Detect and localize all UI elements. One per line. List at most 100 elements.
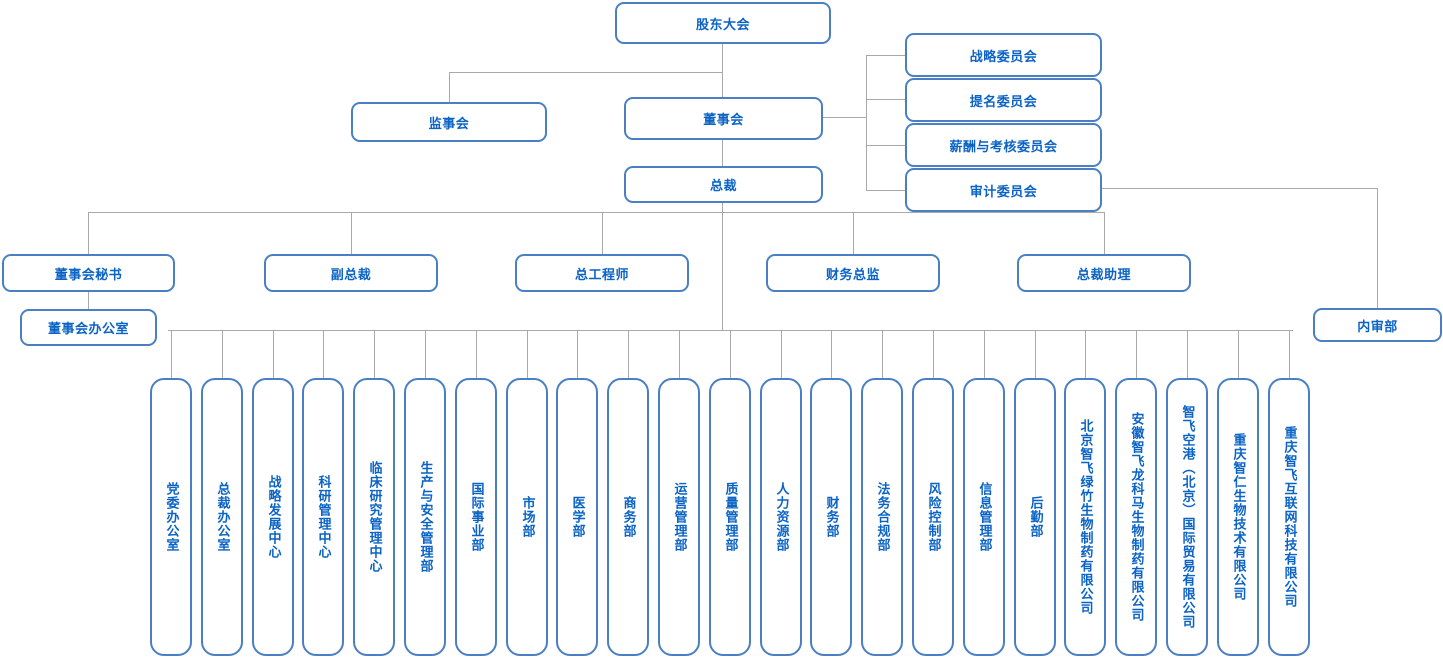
department-label: 运营管理部 [671,482,687,552]
department-label: 国际事业部 [468,482,484,552]
connector-supervisory-drop [449,72,450,102]
connector-department-drop-15 [882,330,883,378]
node-executive-president-assistant[interactable]: 总裁助理 [1017,254,1191,292]
node-department-20[interactable]: 安徽智飞龙科马生物制药有限公司 [1115,378,1157,656]
department-label: 战略发展中心 [265,475,281,559]
department-label: 重庆智飞互联网科技有限公司 [1281,426,1297,608]
connector-department-drop-7 [476,330,477,378]
node-committee-remuneration[interactable]: 薪酬与考核委员会 [905,123,1102,167]
node-executive-vice-president[interactable]: 副总裁 [264,254,438,292]
node-supervisory-board[interactable]: 监事会 [351,102,547,142]
connector-department-drop-23 [1289,330,1290,378]
department-label: 信息管理部 [976,482,992,552]
node-department-16[interactable]: 风险控制部 [912,378,954,656]
department-label: 市场部 [519,496,535,538]
department-label: 风险控制部 [925,482,941,552]
connector-committee-bus [866,55,867,190]
node-department-13[interactable]: 人力资源部 [760,378,802,656]
node-shareholders-meeting[interactable]: 股东大会 [615,2,831,44]
node-committee-audit[interactable]: 审计委员会 [905,168,1102,212]
connector-committee-3 [866,145,908,146]
connector-department-drop-13 [781,330,782,378]
connector-department-drop-19 [1085,330,1086,378]
node-department-3[interactable]: 战略发展中心 [252,378,294,656]
connector-exec-drop-4 [853,212,854,254]
department-label: 安徽智飞龙科马生物制药有限公司 [1128,412,1144,622]
connector-department-drop-6 [425,330,426,378]
node-department-8[interactable]: 市场部 [506,378,548,656]
node-committee-nomination[interactable]: 提名委员会 [905,78,1102,122]
node-president[interactable]: 总裁 [624,166,823,203]
connector-department-drop-12 [730,330,731,378]
connector-department-drop-9 [577,330,578,378]
connector-department-drop-20 [1136,330,1137,378]
department-label: 北京智飞绿竹生物制药有限公司 [1077,419,1093,615]
node-department-17[interactable]: 信息管理部 [963,378,1005,656]
connector-committee-4 [866,190,908,191]
node-department-23[interactable]: 重庆智飞互联网科技有限公司 [1268,378,1310,656]
connector-department-drop-1 [171,330,172,378]
node-department-11[interactable]: 运营管理部 [658,378,700,656]
node-department-10[interactable]: 商务部 [607,378,649,656]
department-label: 生产与安全管理部 [417,461,433,573]
department-label: 财务部 [823,496,839,538]
node-department-1[interactable]: 党委办公室 [150,378,192,656]
department-label: 党委办公室 [163,482,179,552]
department-label: 总裁办公室 [214,482,230,552]
connector-department-drop-2 [222,330,223,378]
department-label: 人力资源部 [773,482,789,552]
node-department-2[interactable]: 总裁办公室 [201,378,243,656]
connector-committee-1 [866,55,908,56]
connector-president-to-exec-bus [722,202,723,330]
connector-department-drop-3 [273,330,274,378]
department-label: 后勤部 [1027,496,1043,538]
connector-department-drop-8 [527,330,528,378]
connector-department-drop-22 [1238,330,1239,378]
node-department-15[interactable]: 法务合规部 [861,378,903,656]
node-internal-audit[interactable]: 内审部 [1313,308,1442,342]
node-executive-chief-engineer[interactable]: 总工程师 [515,254,689,292]
node-department-22[interactable]: 重庆智仁生物技术有限公司 [1217,378,1259,656]
node-department-21[interactable]: 智飞空港（北京）国际贸易有限公司 [1166,378,1208,656]
department-label: 智飞空港（北京）国际贸易有限公司 [1179,405,1195,629]
connector-exec-drop-5 [1104,212,1105,254]
node-department-7[interactable]: 国际事业部 [455,378,497,656]
connector-department-drop-10 [628,330,629,378]
connector-secretary-to-office [88,292,89,309]
department-label: 商务部 [620,496,636,538]
department-label: 临床研究管理中心 [366,461,382,573]
node-department-18[interactable]: 后勤部 [1014,378,1056,656]
connector-department-drop-21 [1187,330,1188,378]
node-board-office[interactable]: 董事会办公室 [20,309,157,346]
node-department-6[interactable]: 生产与安全管理部 [404,378,446,656]
node-committee-strategy[interactable]: 战略委员会 [905,33,1102,77]
node-board-of-directors[interactable]: 董事会 [624,97,823,140]
department-label: 重庆智仁生物技术有限公司 [1230,433,1246,601]
connector-shareholders-to-board [722,44,723,98]
node-executive-board-secretary[interactable]: 董事会秘书 [2,254,175,292]
department-label: 法务合规部 [874,482,890,552]
node-department-19[interactable]: 北京智飞绿竹生物制药有限公司 [1064,378,1106,656]
department-label: 医学部 [569,496,585,538]
connector-department-drop-18 [1035,330,1036,378]
connector-board-to-supervisory-h [449,72,723,73]
node-executive-cfo[interactable]: 财务总监 [766,254,940,292]
connector-executive-bus [88,212,1104,213]
connector-department-drop-11 [679,330,680,378]
node-department-4[interactable]: 科研管理中心 [302,378,344,656]
node-department-12[interactable]: 质量管理部 [709,378,751,656]
connector-department-drop-14 [831,330,832,378]
connector-exec-drop-2 [351,212,352,254]
connector-board-to-president [722,140,723,167]
connector-exec-drop-1 [88,212,89,254]
department-label: 质量管理部 [722,482,738,552]
node-department-9[interactable]: 医学部 [556,378,598,656]
connector-board-to-committee-bus [823,117,866,118]
node-department-14[interactable]: 财务部 [810,378,852,656]
connector-audit-to-internal-h [1101,188,1377,189]
connector-audit-to-internal-v [1377,188,1378,308]
connector-exec-drop-3 [602,212,603,254]
node-department-5[interactable]: 临床研究管理中心 [353,378,395,656]
connector-department-drop-16 [933,330,934,378]
